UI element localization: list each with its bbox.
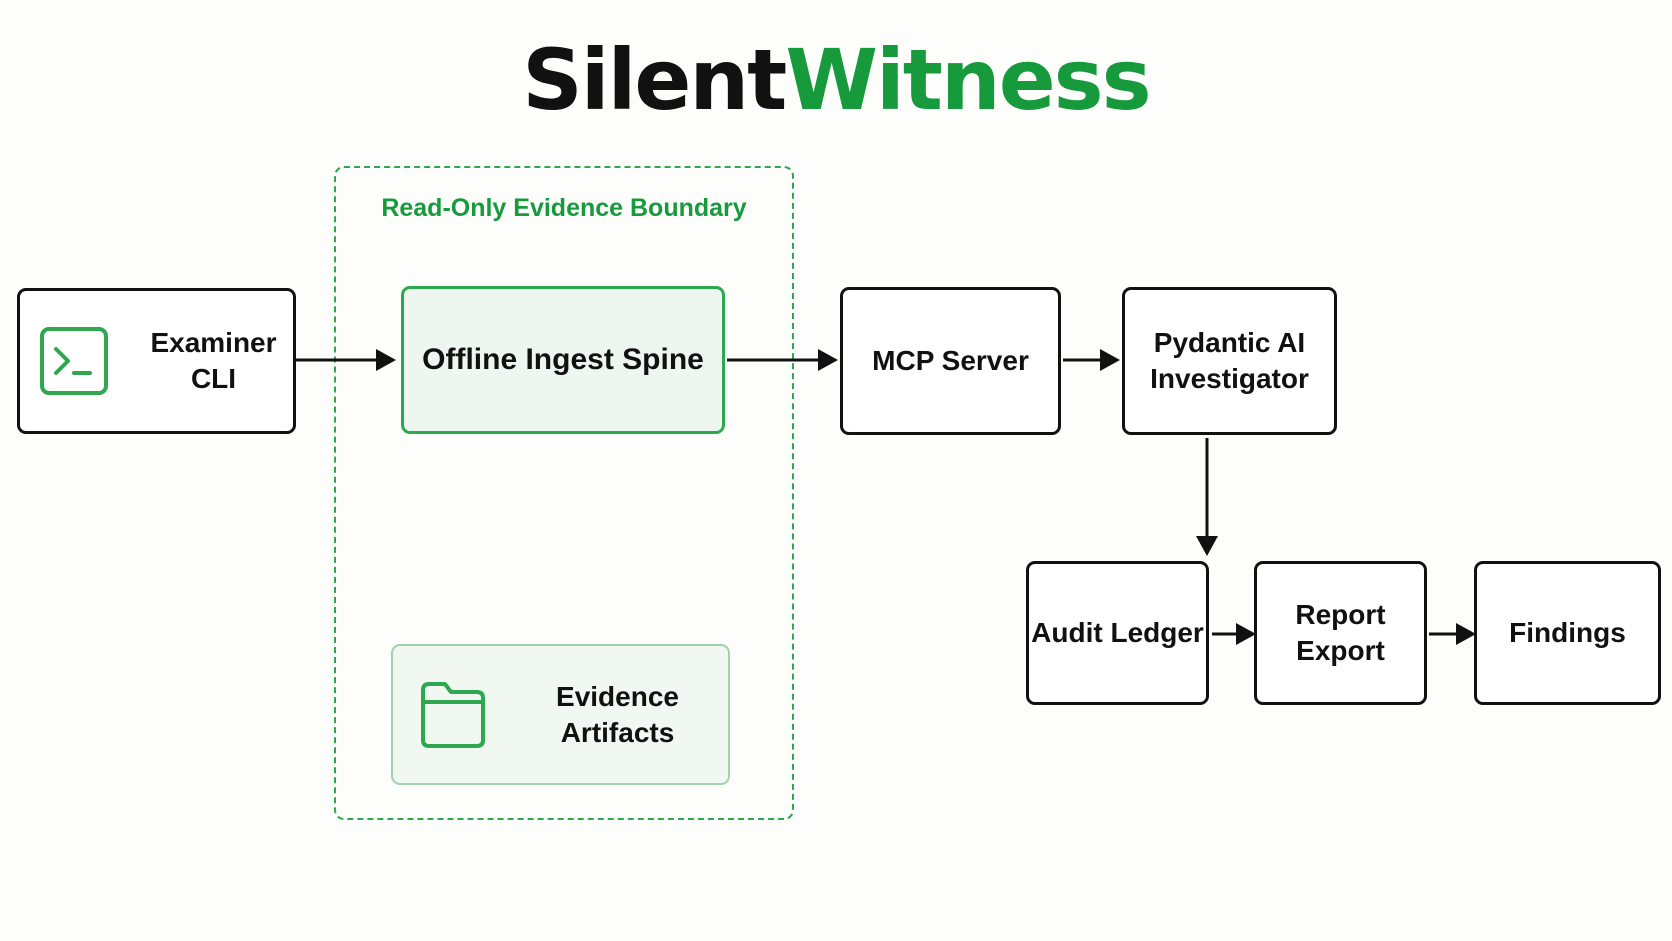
folder-icon [419,680,487,750]
audit-ledger-node: Audit Ledger [1026,561,1209,705]
examiner-cli-label: Examiner CLI [150,327,277,394]
edge-ingest-to-mcp [727,349,838,371]
report-export-label: Report Export [1295,599,1386,666]
findings-label: Findings [1509,617,1626,648]
mcp-server-node: MCP Server [840,287,1061,435]
edge-audit-to-report [1212,623,1256,645]
evidence-artifacts-node: Evidence Artifacts [391,644,730,785]
terminal-icon [40,327,108,395]
offline-ingest-spine-node: Offline Ingest Spine [401,286,725,434]
edge-report-to-findings [1429,623,1476,645]
boundary-label: Read-Only Evidence Boundary [381,194,747,222]
findings-node: Findings [1474,561,1661,705]
examiner-cli-node: Examiner CLI [17,288,296,434]
title-part-silent: Silent [522,31,787,129]
pydantic-ai-investigator-label: Pydantic AI Investigator [1150,327,1309,394]
read-only-evidence-boundary [334,166,794,820]
edge-mcp-to-investigator [1063,349,1120,371]
mcp-server-label: MCP Server [872,345,1029,376]
audit-ledger-label: Audit Ledger [1031,617,1204,648]
title-part-witness: Witness [785,31,1151,129]
edge-examiner-to-ingest [296,349,396,371]
edge-investigator-to-audit [1196,438,1218,556]
offline-ingest-spine-label: Offline Ingest Spine [422,343,704,376]
evidence-artifacts-label: Evidence Artifacts [556,680,679,748]
pydantic-ai-investigator-node: Pydantic AI Investigator [1122,287,1337,435]
report-export-node: Report Export [1254,561,1427,705]
diagram-title: SilentWitness [0,30,1672,130]
